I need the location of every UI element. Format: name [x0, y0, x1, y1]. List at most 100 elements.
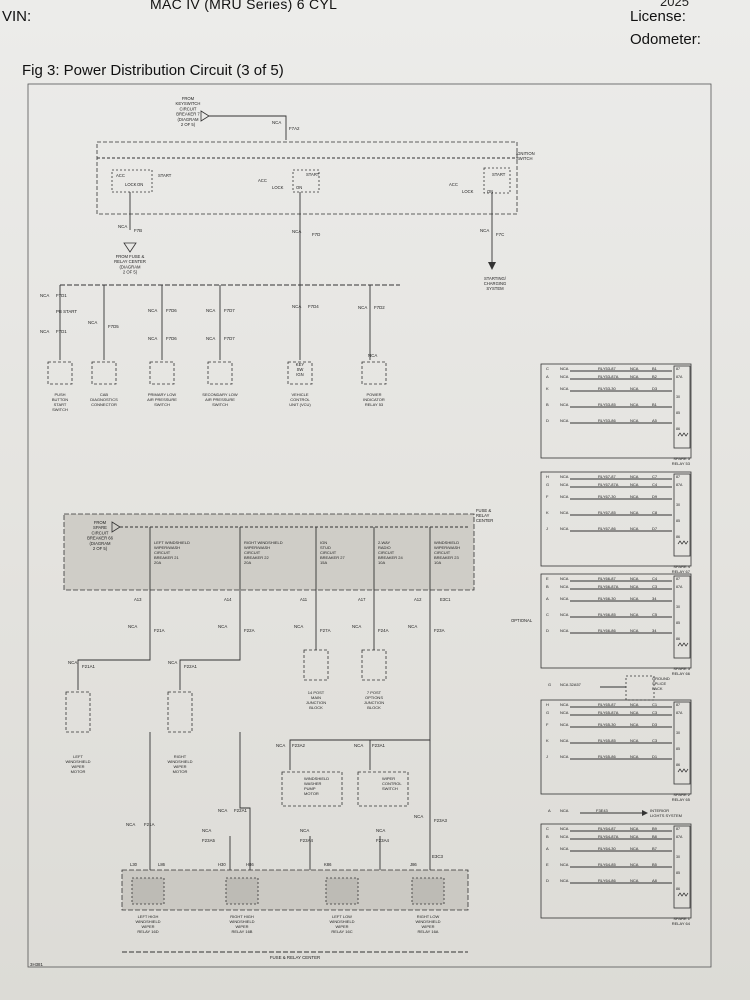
- relay-cavity: 34: [652, 596, 657, 601]
- wire-label: F23A3: [434, 818, 447, 823]
- wire-nca: NCA: [630, 374, 639, 379]
- junction-7-label: BLOCK: [367, 705, 381, 710]
- relay-cavity: 34: [652, 628, 657, 633]
- relay-wire-label: RLY67-87: [598, 474, 616, 479]
- breaker-label: BREAKER 24: [378, 555, 403, 560]
- relay-pin-num: 87: [676, 703, 680, 707]
- vcu-label: VEHICLE: [291, 392, 308, 397]
- fuse-relay-center-label: CENTER: [476, 518, 493, 523]
- relay-pin-num: 86: [676, 763, 680, 767]
- wire-f21a1: [77, 650, 151, 690]
- wire-f7a2-label: F7A2: [289, 126, 300, 131]
- junction-7-label: OPTIONS: [365, 695, 383, 700]
- wire-label: F22A: [244, 628, 255, 633]
- ground-wire-label: NCA 32A57: [560, 682, 582, 687]
- relay-pin-letter: C: [546, 826, 549, 831]
- relay-0-label: LEFT HIGH: [138, 914, 159, 919]
- wire-nca: NCA: [560, 862, 569, 867]
- junction-14-label: BLOCK: [309, 705, 323, 710]
- breaker-label: WIPER/WASH: [244, 545, 270, 550]
- relay-cavity: D7: [652, 526, 658, 531]
- relay-pin-letter: H: [546, 702, 549, 707]
- wire-nca: NCA: [480, 228, 489, 233]
- wiper-switch-label: SWITCH: [382, 786, 398, 791]
- wire-nca: NCA: [354, 743, 363, 748]
- arrow-starting: [488, 262, 496, 270]
- relay-1-label: WIPER: [235, 924, 248, 929]
- relay-cavity: B5: [652, 862, 658, 867]
- wire-nca: NCA: [272, 120, 281, 125]
- wire-label: E3C1: [440, 597, 451, 602]
- washer-pump-label: WINDSHIELD: [304, 776, 329, 781]
- breaker-label: CIRCUIT: [244, 550, 261, 555]
- wire-nca: NCA: [560, 482, 569, 487]
- wire-nca: NCA: [376, 828, 385, 833]
- junction-7-label: 7 POST: [367, 690, 382, 695]
- wire-nca: NCA: [560, 722, 569, 727]
- wire-nca: NCA: [88, 320, 97, 325]
- primary-air-switch-label: PRIMARY LOW: [148, 392, 177, 397]
- wiper-switch-label: WIPER: [382, 776, 395, 781]
- relay-wire-label: RLY66-85: [598, 612, 616, 617]
- breaker-label: WIPER/WASH: [154, 545, 180, 550]
- wire-nca: NCA: [68, 660, 77, 665]
- wire-nca: NCA: [294, 624, 303, 629]
- wire-label: F22A1: [184, 664, 197, 669]
- relay-wire-label: RLY65-30: [598, 722, 616, 727]
- wire-nca: NCA: [630, 584, 639, 589]
- relay-cavity: C7: [652, 474, 658, 479]
- relay-coil-icon: [677, 642, 689, 647]
- starting-charging-label: STARTING/: [484, 276, 507, 281]
- wire-nca: NCA: [630, 366, 639, 371]
- ground-splice-label: SPLICE: [652, 681, 667, 686]
- relay-1-label: WINDSHIELD: [229, 919, 254, 924]
- breaker-label: RADIO: [378, 545, 391, 550]
- from-spare-label: 2 OF 5): [93, 546, 108, 551]
- connector-arrow: [111, 521, 121, 533]
- wire-nca: NCA: [560, 826, 569, 831]
- relay-center-box: [121, 869, 469, 911]
- relay-pin-num: 86: [676, 887, 680, 891]
- relay-0-box: [131, 877, 165, 905]
- relay-pin-letter: D: [546, 878, 549, 883]
- ignition-switch-label: SWITCH: [516, 156, 533, 161]
- figure-code: 3H381: [30, 962, 43, 967]
- wire-nca: NCA: [560, 846, 569, 851]
- wire-nca: NCA: [630, 722, 639, 727]
- relay-pin-num: 85: [676, 871, 680, 875]
- washer-pump-label: MOTOR: [304, 791, 319, 796]
- relay-pin-letter: A: [546, 596, 549, 601]
- relay-cavity: D3: [652, 722, 658, 727]
- pin-label: A17: [358, 597, 366, 602]
- relay-cavity: C3: [652, 710, 658, 715]
- relay-wire-label: RLY64-87: [598, 826, 616, 831]
- wire-nca: NCA: [560, 576, 569, 581]
- wire-nca: NCA: [218, 624, 227, 629]
- figure-title: Fig 3: Power Distribution Circuit (3 of …: [22, 62, 284, 79]
- relay-name-label: RELAY 66: [672, 671, 691, 676]
- pin-label: A11: [300, 597, 308, 602]
- wire-label: F23A: [434, 628, 445, 633]
- key-sw-ign: SW: [297, 367, 304, 372]
- wire-nca: NCA: [630, 878, 639, 883]
- junction-14-label: 14 POST: [308, 690, 325, 695]
- switch-start: START: [306, 172, 320, 177]
- relay-wire-label: RLY67-86: [598, 526, 616, 531]
- relay-pin-letter: G: [546, 482, 549, 487]
- right-motor-label: RIGHT: [174, 754, 187, 759]
- wire-nca: NCA: [414, 814, 423, 819]
- wire-label: F23A1: [372, 743, 385, 748]
- diagnostics-connector-label: CONNECTOR: [91, 402, 117, 407]
- breaker-label: STUD: [320, 545, 331, 550]
- wire-nca: NCA: [560, 386, 569, 391]
- breaker-label: 20A: [244, 560, 251, 565]
- relay-cavity: B7: [652, 846, 658, 851]
- switch-right: [483, 167, 511, 194]
- relay-group-1: [540, 471, 692, 567]
- arrow-interior: [642, 810, 648, 816]
- wire-f7d7-label: F7D7: [224, 308, 235, 313]
- wire-nca: NCA: [630, 710, 639, 715]
- date-fragment: 2025: [660, 0, 689, 9]
- relay-pin-letter: B: [546, 402, 549, 407]
